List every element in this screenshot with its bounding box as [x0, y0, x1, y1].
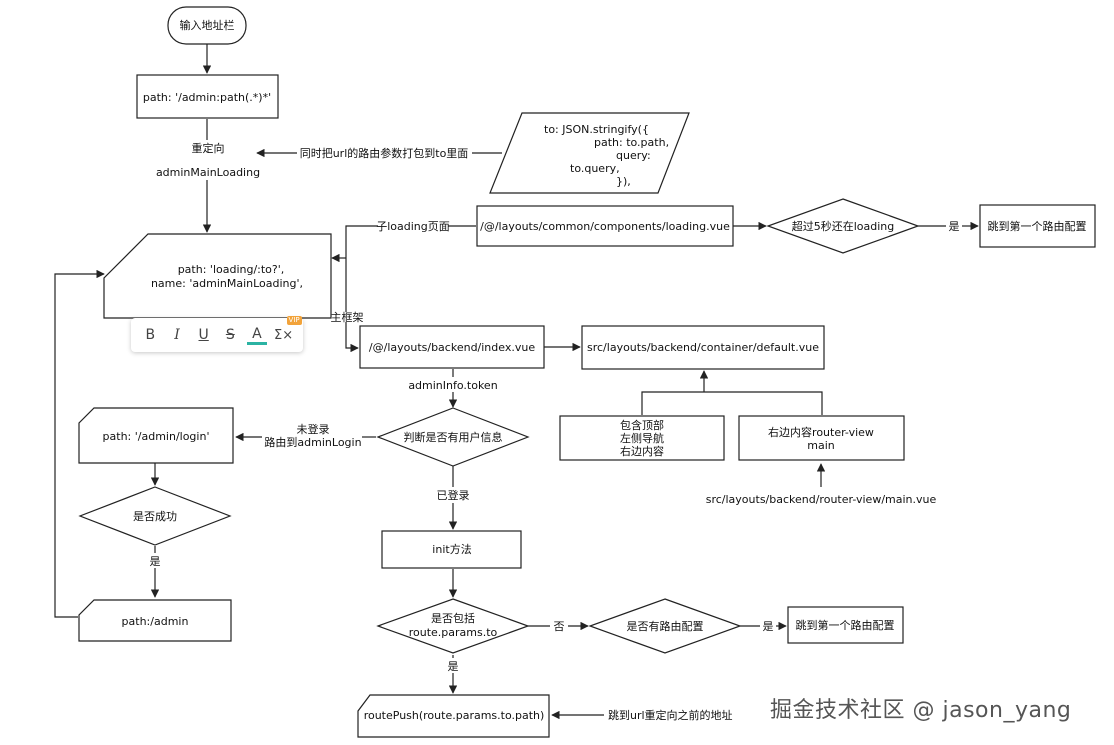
jump-first-route-box-2 — [787, 606, 904, 644]
jump-before-redirect-label: 跳到url重定向之前的地址 — [608, 708, 733, 722]
to-json-line-2: path: to.path, — [594, 136, 669, 149]
admininfo-token-label: adminInfo.token — [408, 379, 497, 392]
backend-index-box — [359, 325, 545, 369]
is-success-diamond — [78, 486, 232, 546]
arrow-main-frame-to-index — [345, 322, 359, 353]
shapes — [78, 6, 1096, 738]
init-method-box — [381, 530, 522, 569]
to-json-parallelogram — [489, 112, 690, 194]
strikethrough-icon[interactable]: S — [225, 327, 235, 343]
loading-route-line-1: path: 'loading/:to?', — [178, 263, 285, 276]
path-admin-label: path:/admin — [122, 615, 189, 628]
redirect-label-2: adminMainLoading — [156, 166, 260, 179]
yes-label-2: 是 — [150, 555, 161, 568]
pack-params-label: 同时把url的路由参数打包到to里面 — [300, 146, 469, 160]
router-view-line-2: main — [807, 439, 835, 452]
vip-badge: VIP — [286, 316, 302, 325]
jump-first-route-label-1: 跳到第一个路由配置 — [988, 219, 1087, 233]
layout-parts-line-3: 右边内容 — [620, 444, 664, 458]
admin-login-label: path: '/admin/login' — [103, 430, 210, 443]
font-color-icon[interactable]: A — [246, 326, 267, 345]
container-default-label: src/layouts/backend/container/default.vu… — [587, 341, 819, 354]
jump-first-route-box-1 — [979, 204, 1096, 248]
router-view-box — [738, 415, 905, 461]
contains-to-line-1: 是否包括 — [431, 611, 475, 625]
yes-label-4: 是 — [448, 660, 459, 673]
line-tree-children — [641, 391, 823, 415]
sub-loading-label: 子loading页面 — [376, 220, 450, 233]
underline-icon[interactable]: U — [198, 327, 209, 343]
check-user-diamond — [376, 407, 530, 467]
input-bar-label: 输入地址栏 — [180, 18, 235, 32]
loading-vue-box — [476, 205, 734, 247]
init-method-label: init方法 — [432, 542, 471, 556]
redirect-label-1: 重定向 — [192, 141, 225, 155]
route-push-box — [357, 694, 550, 738]
path-admin-box — [78, 599, 232, 642]
loading-route-box — [103, 233, 332, 319]
arrow-loop-back-to-loading — [54, 269, 105, 618]
layout-parts-line-1: 包含顶部 — [620, 418, 664, 432]
container-default-box — [581, 325, 825, 370]
italic-icon[interactable]: I — [174, 327, 180, 343]
over-5s-diamond — [766, 198, 920, 254]
not-logged-in-line-1: 未登录 — [297, 422, 330, 436]
contains-to-line-2: route.params.to — [409, 626, 498, 639]
text-format-toolbar: B I U S A Σ× VIP — [131, 316, 303, 352]
to-json-line-1: to: JSON.stringify({ — [544, 123, 649, 136]
formula-icon: Σ× — [274, 327, 294, 343]
admin-login-box — [78, 407, 234, 464]
admin-path-box — [136, 74, 279, 119]
backend-index-label: /@/layouts/backend/index.vue — [369, 341, 535, 354]
router-view-main-label: src/layouts/backend/router-view/main.vue — [706, 493, 937, 506]
layout-parts-box — [559, 415, 725, 461]
watermark: 掘金技术社区 @ jason_yang — [770, 698, 1072, 723]
router-view-line-1: 右边内容router-view — [768, 425, 874, 439]
formula-button[interactable]: Σ× VIP — [274, 316, 302, 345]
yes-label-3: 是 — [763, 620, 774, 633]
start-terminator — [167, 6, 247, 45]
has-route-config-label: 是否有路由配置 — [627, 619, 704, 633]
labels: 输入地址栏 path: '/admin:path(.*)*' 重定向 admin… — [103, 18, 1087, 722]
jump-first-route-label-2: 跳到第一个路由配置 — [796, 618, 895, 632]
route-push-label: routePush(route.params.to.path) — [364, 709, 545, 722]
connectors — [54, 44, 979, 720]
loading-vue-label: /@/layouts/common/components/loading.vue — [480, 220, 730, 233]
over-5s-label: 超过5秒还在loading — [792, 219, 895, 233]
is-success-label: 是否成功 — [133, 510, 177, 523]
not-logged-in-line-2: 路由到adminLogin — [264, 435, 361, 449]
admin-path-label: path: '/admin:path(.*)*' — [143, 91, 271, 104]
layout-parts-line-2: 左侧导航 — [620, 431, 664, 445]
bold-icon[interactable]: B — [145, 327, 156, 343]
has-route-config-diamond — [588, 598, 742, 654]
contains-to-diamond — [376, 598, 530, 654]
no-label: 否 — [554, 620, 565, 633]
to-json-line-5: }), — [616, 175, 631, 188]
logged-in-label: 已登录 — [437, 488, 470, 502]
check-user-label: 判断是否有用户信息 — [404, 430, 503, 444]
yes-label-1: 是 — [949, 220, 960, 233]
main-frame-label: 主框架 — [331, 311, 364, 324]
to-json-line-4: to.query, — [570, 162, 620, 175]
to-json-line-3: query: — [616, 149, 651, 162]
loading-route-line-2: name: 'adminMainLoading', — [151, 277, 303, 290]
line-frame-split-top — [345, 225, 378, 312]
